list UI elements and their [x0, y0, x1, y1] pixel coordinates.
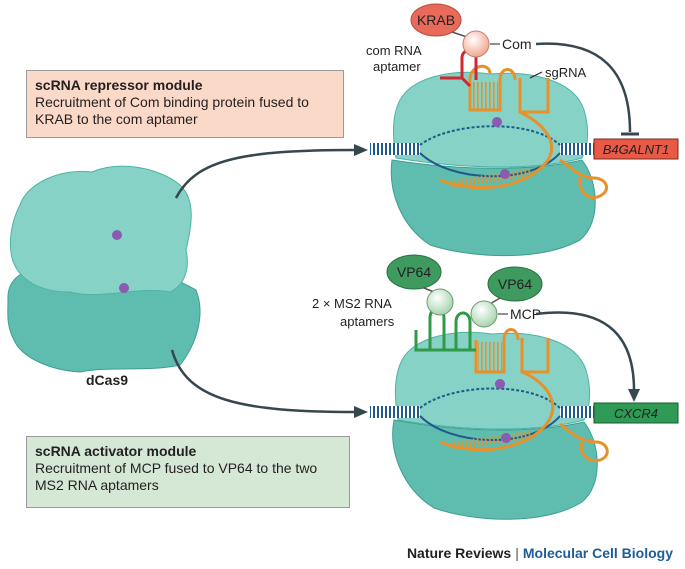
repressor-sgrna — [439, 78, 609, 199]
repressor-rna-dna-duplex — [451, 168, 533, 188]
repressor-dna-left — [370, 143, 420, 155]
vp64-right-protein — [487, 266, 543, 302]
activator-site-top — [495, 379, 505, 389]
vp64-left-label: VP64 — [397, 264, 431, 280]
krab-protein — [410, 3, 462, 37]
com-aptamer-label-line1: com RNA — [366, 43, 422, 58]
mcp-left-protein — [426, 288, 454, 316]
publisher-name: Nature Reviews — [406, 545, 512, 561]
repression-line — [535, 42, 632, 133]
ms2-aptamers-label-line2: aptamers — [340, 314, 395, 329]
activator-stem-hatch — [478, 342, 502, 372]
dcas9-top-site — [112, 230, 122, 240]
vp64-left-protein — [386, 254, 442, 290]
com-label: Com — [502, 36, 532, 52]
activator-dna-top-strand — [419, 387, 561, 409]
activator-sgrna — [439, 338, 609, 463]
mcp-label: MCP — [510, 306, 541, 322]
arrow-to-activator — [170, 349, 357, 414]
repressor-dna-right — [560, 143, 594, 155]
activator-cas9-lower — [392, 419, 598, 520]
repressor-stem-hatch — [472, 82, 498, 110]
credit-separator: | — [515, 545, 519, 561]
repressor-module-title: scRNA repressor module — [35, 77, 203, 93]
sgrna-label: sgRNA — [545, 65, 587, 80]
com-protein — [462, 30, 490, 58]
repressor-complex — [370, 49, 609, 257]
activation-line — [535, 311, 636, 391]
arrow-to-repressor — [174, 148, 357, 199]
cxcr4-label: CXCR4 — [614, 406, 658, 421]
com-aptamer-label-line2: aptamer — [373, 59, 421, 74]
vp64-right-label: VP64 — [498, 276, 532, 292]
activator-dna-right — [560, 406, 594, 418]
activator-complex — [370, 307, 609, 520]
ms2-aptamers-label-line1: 2 × MS2 RNA — [312, 296, 392, 311]
repressor-module-body: Recruitment of Com binding protein fused… — [35, 94, 309, 127]
mcp-right-protein — [470, 300, 498, 328]
free-dcas9 — [7, 165, 201, 373]
b4galnt1-gene-box — [593, 138, 679, 160]
journal-credit: Nature Reviews|Molecular Cell Biology — [407, 545, 673, 561]
activator-module-title: scRNA activator module — [35, 443, 197, 459]
sgrna-leader — [529, 71, 543, 79]
arrow-head-repressor — [354, 144, 368, 156]
activator-dna-left — [370, 406, 420, 418]
repressor-site-top — [492, 117, 502, 127]
cxcr4-gene-box — [593, 402, 679, 424]
activation-arrow-head — [628, 389, 640, 402]
dcas9-label: dCas9 — [86, 372, 128, 388]
krab-label: KRAB — [417, 12, 455, 28]
repressor-site-bottom — [500, 169, 510, 179]
dcas9-upper-lobe — [9, 165, 192, 295]
activator-cas9-upper — [394, 331, 591, 430]
b4galnt1-label: B4GALNT1 — [603, 142, 669, 157]
activator-module-body: Recruitment of MCP fused to VP64 to the … — [35, 460, 318, 493]
journal-name: Molecular Cell Biology — [522, 545, 673, 561]
dcas9-bottom-site — [119, 283, 129, 293]
activator-rna-dna-duplex — [451, 430, 533, 450]
activator-module-box: scRNA activator module Recruitment of MC… — [26, 436, 350, 508]
activator-site-bottom — [501, 433, 511, 443]
repressor-cas9-lower — [390, 159, 596, 257]
arrow-head-activator — [354, 406, 368, 418]
repressor-module-box: scRNA repressor module Recruitment of Co… — [26, 70, 344, 138]
